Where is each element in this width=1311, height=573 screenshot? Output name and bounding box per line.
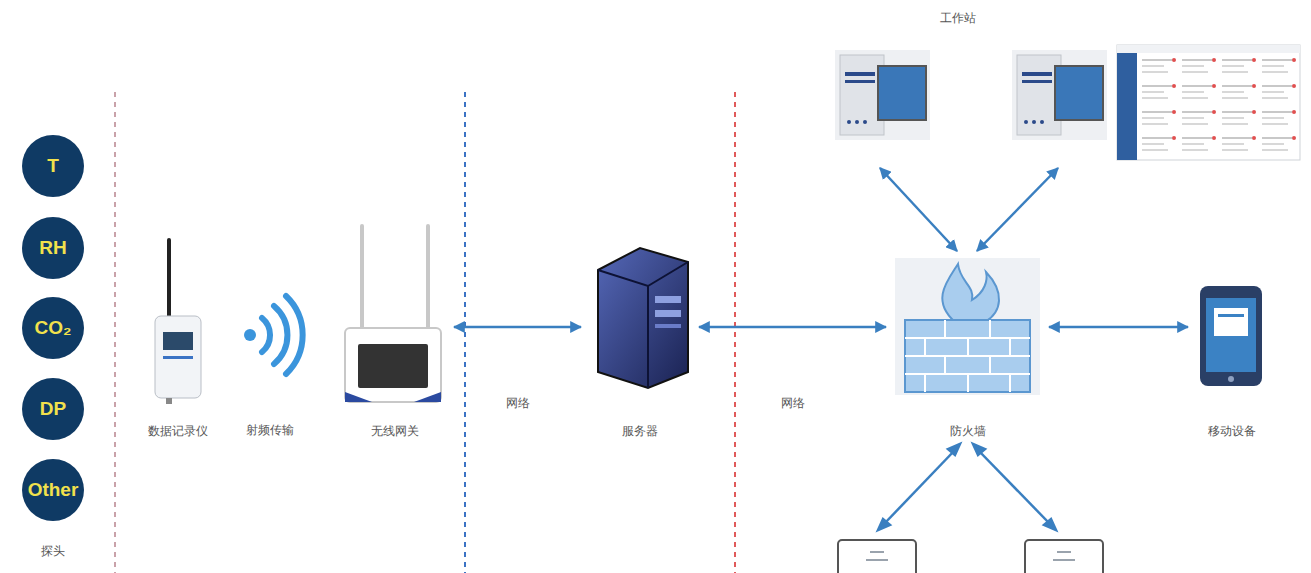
firewall-icon [895,258,1040,395]
zone-divider [464,92,466,573]
workstation-group: 工作站 [830,6,1305,164]
device-label: 无线网关 [371,423,419,440]
probe-circle: DP [22,378,84,440]
probe-circle: RH [22,217,84,279]
workstation-icon [835,50,930,140]
device-node: 无线网关 [340,222,450,440]
client-device-icon [838,540,1103,573]
device-node: 数据记录仪 [140,235,216,440]
data-logger-icon [155,240,201,404]
probe-circle: Other [22,459,84,521]
edge-label: 网络 [504,395,532,412]
link-arrow [454,326,581,329]
device-node: 服务器 [585,245,695,440]
zone-divider [734,92,736,573]
device-label: 数据记录仪 [148,423,208,440]
probe-circle: CO₂ [22,297,84,359]
caption-label: 探头 [41,543,65,560]
link-arrow [880,168,957,251]
mobile-device-icon [1200,286,1262,386]
probe-label: RH [39,237,66,259]
device-label: 防火墙 [950,423,986,440]
probe-label: CO₂ [35,317,72,339]
radio-signal-icon [244,296,303,374]
edge-label: 网络 [779,395,807,412]
workstation-icon [1012,50,1107,140]
device-label: 工作站 [940,10,976,27]
device-node: 移动设备 [1192,280,1272,440]
caption-label: 射频传输 [246,422,294,439]
device-label: 服务器 [622,423,658,440]
zone-divider [114,92,116,573]
device-node: 防火墙 [890,255,1045,440]
probe-label: Other [28,479,79,501]
link-arrow [977,168,1058,251]
probe-label: DP [40,398,66,420]
link-arrow [878,444,1056,530]
probe-label: T [47,155,59,177]
software-screenshot [1117,45,1300,160]
server-tower-icon [598,248,688,388]
device-label: 移动设备 [1208,423,1256,440]
probe-circle: T [22,135,84,197]
gateway-icon [345,226,441,402]
link-arrow [1049,326,1188,329]
link-arrow [699,326,886,329]
